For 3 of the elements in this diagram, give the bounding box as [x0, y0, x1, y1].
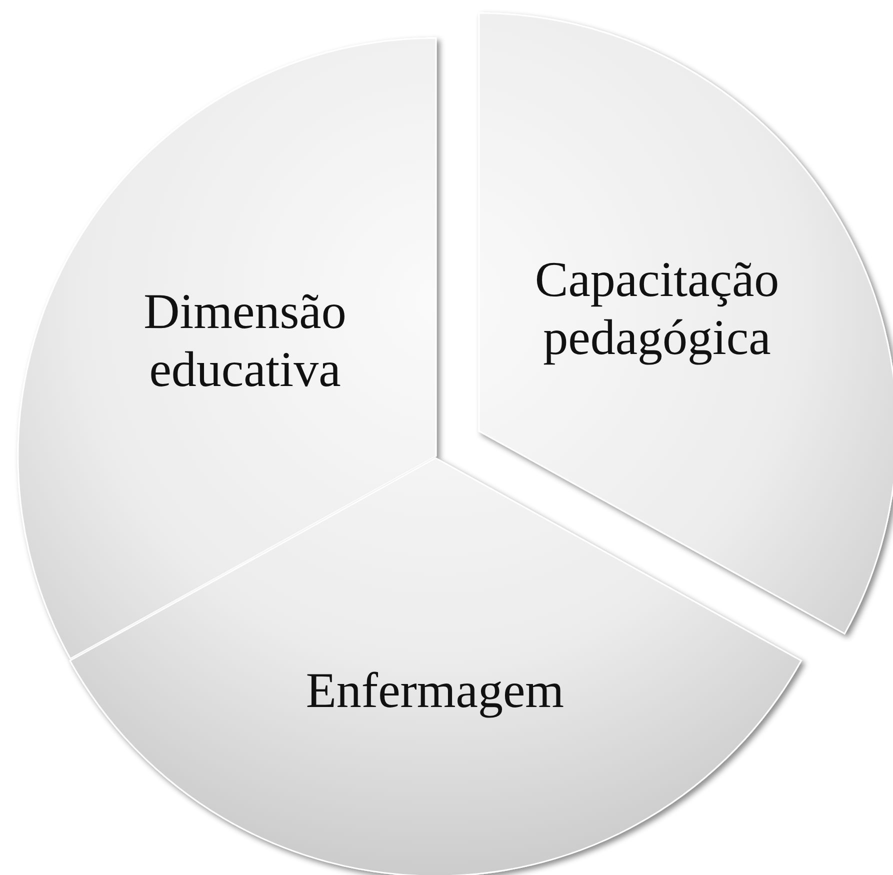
segment-label: Capacitação pedagógica [534, 250, 780, 366]
segment-label: Enfermagem [304, 661, 566, 719]
segment-label: Dimensão educativa [142, 282, 348, 398]
